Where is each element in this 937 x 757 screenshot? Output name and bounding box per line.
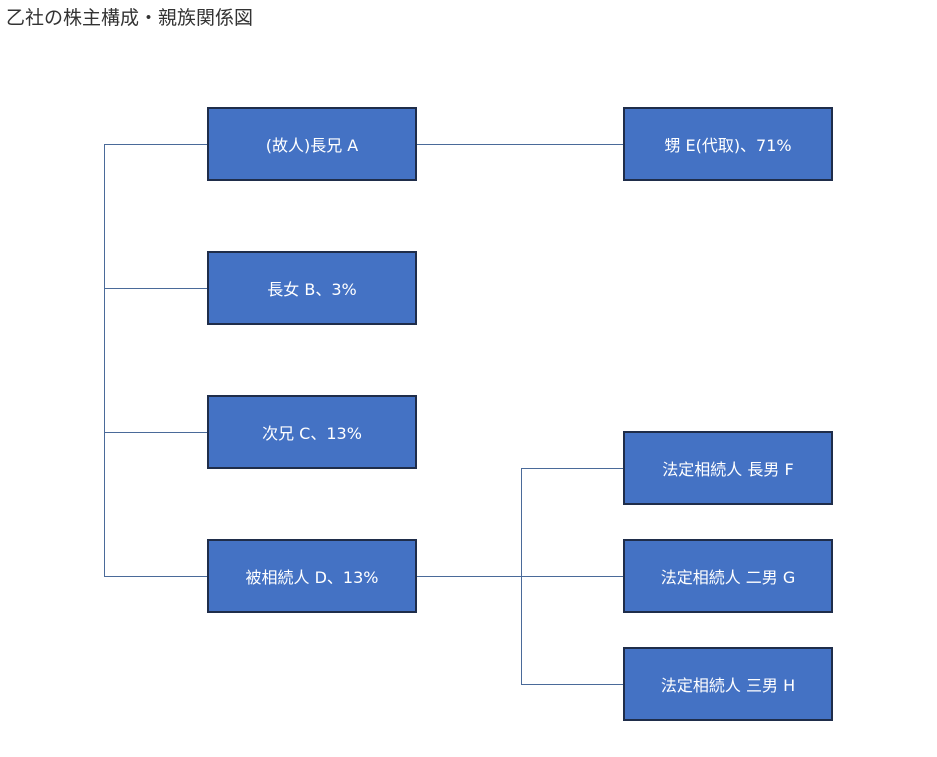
node-label: 次兄 C、13% [262,424,362,443]
node-heir-eldest-son-f[interactable]: 法定相続人 長男 F [623,431,833,505]
node-nephew-e[interactable]: 甥 E(代取)、71% [623,107,833,181]
page-title: 乙社の株主構成・親族関係図 [6,7,254,29]
node-label: 被相続人 D、13% [245,568,379,587]
node-eldest-daughter-b[interactable]: 長女 B、3% [207,251,417,325]
node-heir-second-son-g[interactable]: 法定相続人 二男 G [623,539,833,613]
node-label: 法定相続人 二男 G [660,568,796,587]
node-label: (故人)長兄 A [265,136,359,155]
node-label: 法定相続人 三男 H [660,676,796,695]
node-label: 長女 B、3% [267,280,357,299]
node-label: 法定相続人 長男 F [662,460,794,479]
node-second-brother-c[interactable]: 次兄 C、13% [207,395,417,469]
node-heir-third-son-h[interactable]: 法定相続人 三男 H [623,647,833,721]
node-label: 甥 E(代取)、71% [664,136,792,155]
node-decedent-d[interactable]: 被相続人 D、13% [207,539,417,613]
node-elder-brother-a[interactable]: (故人)長兄 A [207,107,417,181]
